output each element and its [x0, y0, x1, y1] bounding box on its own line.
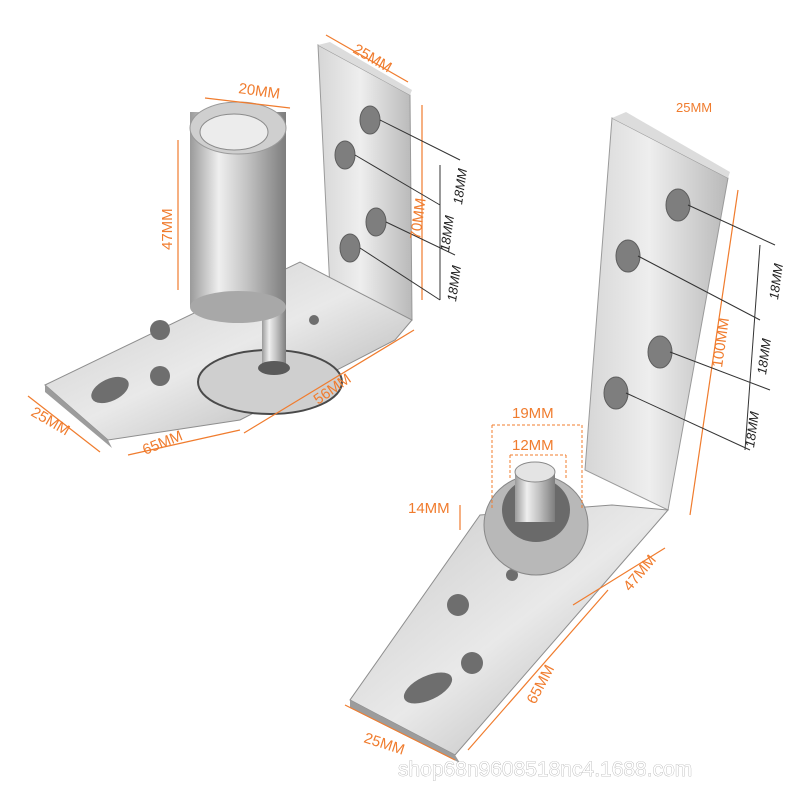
right-plate-edge [612, 112, 730, 178]
dimension-lines [27, 34, 739, 761]
right-vertical-plate [584, 117, 729, 511]
right-base-hole [461, 652, 483, 674]
right-base-edge [350, 700, 460, 763]
left-hole [334, 140, 356, 170]
left-plate-edge [318, 42, 412, 95]
left-hole-spacing-label: 18MM [437, 214, 457, 252]
left-hole-spacing-label: 18MM [450, 167, 470, 205]
right-vertical-span-label: 100MM [709, 317, 733, 369]
left-pin-bottom [190, 291, 286, 323]
left-base-edge [45, 385, 112, 448]
right-hole [647, 335, 673, 369]
left-pin-ring [258, 361, 290, 375]
left-hinge [44, 42, 413, 448]
bearing-dim-box [491, 424, 583, 510]
left-hole [365, 207, 387, 237]
right-hole [615, 239, 641, 273]
right-base-hole [447, 594, 469, 616]
left-hole [339, 233, 361, 263]
left-hole [359, 105, 381, 135]
right-hole-spacing-label: 18MM [754, 337, 774, 375]
watermark: shop68n9608518nc4.1688.com [398, 758, 692, 781]
right-base-slot [403, 672, 453, 704]
right-base-hole [506, 569, 518, 581]
right-bearing-height-label: 14MM [408, 500, 450, 517]
right-hole-spacing-label: 18MM [766, 262, 786, 300]
left-pin-height-label: 47MM [159, 208, 176, 250]
right-bearing-inner-label: 12MM [512, 437, 554, 454]
right-bracket-width-label: 25MM [676, 100, 712, 115]
left-base-hole [150, 366, 170, 386]
right-hole [665, 188, 691, 222]
left-base-hole [309, 315, 319, 325]
right-hinge [349, 112, 730, 763]
left-hole-spacing-label: 18MM [444, 264, 464, 302]
left-pin-top-face [199, 113, 269, 151]
left-vertical-span-label: 70MM [407, 197, 430, 241]
right-hole-spacing-label: 18MM [742, 410, 762, 448]
left-base-slot [91, 376, 129, 404]
dimension-lines-dark [354, 119, 776, 451]
left-pin-diameter-label: 20MM [237, 80, 281, 103]
right-bearing-pin-top [514, 461, 556, 483]
right-bearing-outer-label: 19MM [512, 405, 554, 422]
right-hole [603, 376, 629, 410]
right-base-width-label: 25MM [362, 730, 407, 759]
left-base-hole [150, 320, 170, 340]
